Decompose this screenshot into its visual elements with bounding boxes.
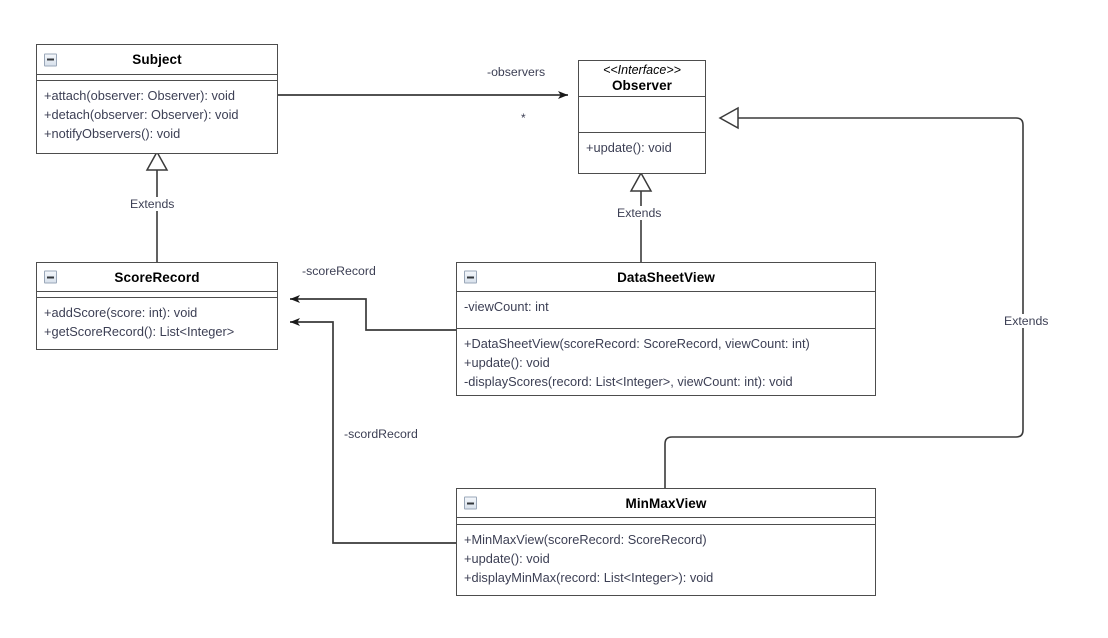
class-methods-observer: +update(): void xyxy=(579,133,705,165)
class-header-observer: <<Interface>> Observer xyxy=(579,61,705,97)
member-row: +update(): void xyxy=(464,354,550,370)
member-row: +getScoreRecord(): List<Integer> xyxy=(44,323,235,339)
class-title-subject: Subject xyxy=(132,52,182,67)
class-header-minmaxview: MinMaxView xyxy=(457,489,875,518)
member-row: -displayScores(record: List<Integer>, vi… xyxy=(464,373,793,389)
class-title-observer: Observer xyxy=(611,77,673,93)
class-header-subject: Subject xyxy=(37,45,277,75)
hollow-triangle-observer-right xyxy=(718,106,739,130)
hollow-triangle-subject xyxy=(145,150,169,171)
member-row: +DataSheetView(scoreRecord: ScoreRecord,… xyxy=(464,336,810,351)
member-row: +attach(observer: Observer): void xyxy=(44,88,235,103)
class-title-minmaxview: MinMaxView xyxy=(625,495,707,511)
class-header-datasheetview: DataSheetView xyxy=(457,263,875,292)
edge-multiplicity-observers: * xyxy=(521,111,526,125)
class-methods-datasheetview: +DataSheetView(scoreRecord: ScoreRecord,… xyxy=(457,329,875,399)
class-attributes-datasheetview: -viewCount: int xyxy=(457,292,875,329)
class-attributes-minmaxview xyxy=(457,518,875,525)
class-box-datasheetview[interactable]: DataSheetView -viewCount: int +DataSheet… xyxy=(456,262,876,396)
edge-label-score-record: -scoreRecord xyxy=(300,264,378,278)
collapse-icon[interactable] xyxy=(44,270,57,284)
member-row: -viewCount: int xyxy=(464,299,549,314)
class-box-subject[interactable]: Subject +attach(observer: Observer): voi… xyxy=(36,44,278,154)
class-attributes-scorerecord xyxy=(37,292,277,298)
member-row: +update(): void xyxy=(586,140,672,155)
collapse-icon[interactable] xyxy=(464,270,477,284)
class-stereotype-observer: <<Interface>> xyxy=(603,62,681,77)
edge-datasheetview-scorerecord xyxy=(290,295,456,331)
class-box-scorerecord[interactable]: ScoreRecord +addScore(score: int): void … xyxy=(36,262,278,350)
edge-label-extends-minmaxview: Extends xyxy=(1002,314,1051,328)
edge-label-extends-observer: Extends xyxy=(615,206,664,220)
member-row: +detach(observer: Observer): void xyxy=(44,106,239,122)
class-methods-minmaxview: +MinMaxView(scoreRecord: ScoreRecord) +u… xyxy=(457,525,875,595)
class-methods-scorerecord: +addScore(score: int): void +getScoreRec… xyxy=(37,298,277,349)
member-row: +addScore(score: int): void xyxy=(44,305,198,320)
collapse-icon[interactable] xyxy=(44,53,57,66)
member-row: +update(): void xyxy=(464,550,550,566)
class-title-scorerecord: ScoreRecord xyxy=(114,269,200,285)
class-header-scorerecord: ScoreRecord xyxy=(37,263,277,292)
member-row: +MinMaxView(scoreRecord: ScoreRecord) xyxy=(464,532,707,547)
class-title-datasheetview: DataSheetView xyxy=(617,269,715,285)
edge-label-scord-record: -scordRecord xyxy=(342,427,420,441)
class-methods-subject: +attach(observer: Observer): void +detac… xyxy=(37,81,277,151)
edge-label-observers: -observers xyxy=(485,65,548,79)
edge-label-extends-subject: Extends xyxy=(128,197,177,211)
class-box-minmaxview[interactable]: MinMaxView +MinMaxView(scoreRecord: Scor… xyxy=(456,488,876,596)
hollow-triangle-observer-top xyxy=(629,171,653,192)
collapse-icon[interactable] xyxy=(464,496,477,510)
class-attributes-observer xyxy=(579,97,705,133)
class-attributes-subject xyxy=(37,75,277,81)
member-row: +notifyObservers(): void xyxy=(44,125,181,141)
class-box-observer[interactable]: <<Interface>> Observer +update(): void xyxy=(578,60,706,174)
member-row: +displayMinMax(record: List<Integer>): v… xyxy=(464,569,714,585)
